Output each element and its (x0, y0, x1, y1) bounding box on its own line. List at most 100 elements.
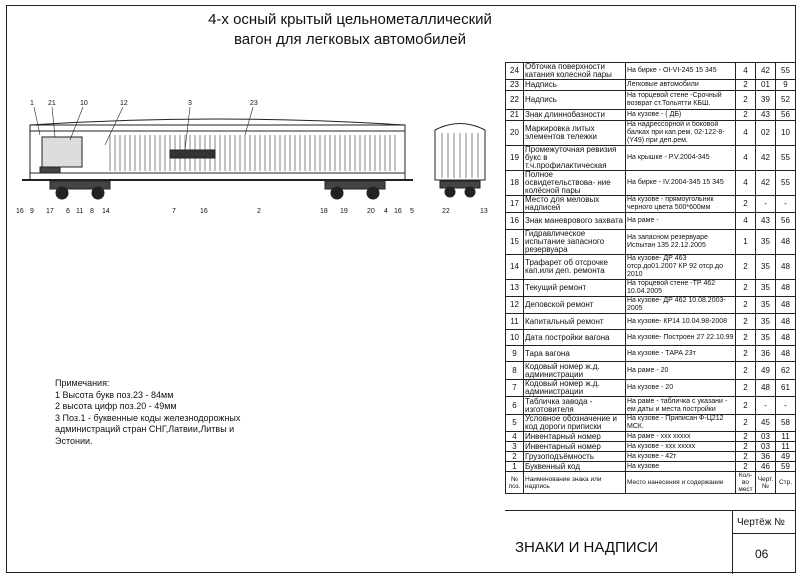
table-cell-c2: 49 (755, 361, 776, 380)
table-cell-place: На крышке - Р.V.2004-345 (625, 145, 736, 171)
table-cell-n: 16 (505, 212, 524, 230)
table-cell-place: На кузове - 20 (625, 379, 736, 397)
table-cell-n: 24 (505, 62, 524, 80)
callout-13: 13 (480, 208, 488, 215)
table-cell-c1: 2 (735, 329, 756, 346)
table-cell-c3: 62 (775, 361, 796, 380)
table-cell-place: На кузове - Приписан Ф-Ц212 МСК. (625, 414, 736, 432)
table-cell-c3: 48 (775, 296, 796, 314)
table-cell-c3: 56 (775, 109, 796, 121)
table-cell-c1: 2 (735, 431, 756, 442)
table-cell-n: 5 (505, 414, 524, 432)
callout-8: 8 (90, 208, 94, 215)
table-cell-n: 23 (505, 79, 524, 91)
wagon-end-view (434, 123, 486, 198)
table-cell-name: Промежуточная ревизия букс в т.ч.профила… (523, 145, 626, 171)
table-cell-place: На торцевой стене -ТР 462 10.04.2005 (625, 279, 736, 297)
title-block: ЗНАКИ И НАДПИСИ Чертёж № 06 (505, 510, 796, 574)
table-cell-c3: 61 (775, 379, 796, 397)
table-cell-n: 8 (505, 361, 524, 380)
table-cell-c3: 11 (775, 431, 796, 442)
table-cell-c3: 55 (775, 62, 796, 80)
table-cell-c1: 2 (735, 414, 756, 432)
callout-6: 6 (66, 208, 70, 215)
callout-9: 9 (30, 208, 34, 215)
table-cell-name: Надпись (523, 79, 626, 91)
table-cell-c1: 4 (735, 62, 756, 80)
wagon-drawing: 1 21 10 12 3 23 16 9 17 6 11 8 14 7 16 2… (16, 100, 488, 215)
table-cell-place: На бирке - ОI-VI-245 15 345 (625, 62, 736, 80)
table-cell-c2: 02 (755, 120, 776, 146)
wagon-side-view (22, 118, 413, 200)
table-cell-c1: 2 (735, 396, 756, 415)
bogie-right (324, 180, 386, 200)
callout-18: 18 (320, 208, 328, 215)
table-cell-c2: 39 (755, 90, 776, 110)
table-cell-n: 10 (505, 329, 524, 346)
table-cell-c1: 2 (735, 109, 756, 121)
table-cell-n: 14 (505, 254, 524, 280)
table-cell-c2: 35 (755, 254, 776, 280)
callout-4: 4 (384, 208, 388, 215)
table-cell-c2: 36 (755, 345, 776, 362)
table-cell-n: 2 (505, 451, 524, 462)
callout-5: 5 (410, 208, 414, 215)
table-cell-name: Текущий ремонт (523, 279, 626, 297)
table-cell-n: 22 (505, 90, 524, 110)
table-cell-c2: 03 (755, 441, 776, 452)
callout-21: 21 (48, 100, 56, 107)
table-cell-c1: 2 (735, 441, 756, 452)
table-cell-c3: 48 (775, 254, 796, 280)
table-cell-c2: 46 (755, 461, 776, 472)
table-cell-c1: 4 (735, 170, 756, 196)
table-cell-name: Деповской ремонт (523, 296, 626, 314)
table-cell-n: 15 (505, 229, 524, 255)
table-cell-n: 19 (505, 145, 524, 171)
callout-16-c: 16 (394, 208, 402, 215)
table-cell-c2: 48 (755, 379, 776, 397)
table-header-name: Наименование знака или надпись (523, 471, 626, 494)
table-cell-place: На раме - 20 (625, 361, 736, 380)
note-line: администраций стран СНГ,Латвии,Литвы и (55, 424, 235, 434)
callout-16-a: 16 (16, 208, 24, 215)
table-cell-n: 11 (505, 313, 524, 330)
table-cell-c2: - (755, 195, 776, 213)
table-cell-c2: 35 (755, 329, 776, 346)
note-line: Эстонии. (55, 435, 93, 446)
table-cell-c1: 2 (735, 345, 756, 362)
drawing-name: ЗНАКИ И НАДПИСИ (515, 539, 659, 556)
table-cell-n: 12 (505, 296, 524, 314)
table-header-n: № поз. (505, 471, 524, 494)
table-cell-c2: 35 (755, 279, 776, 297)
table-cell-n: 18 (505, 170, 524, 196)
table-cell-place: На кузове - 42т (625, 451, 736, 462)
table-cell-place: На кузове - ТАРА 23т (625, 345, 736, 362)
table-cell-place: На кузове- ДР 462 10.08.2003-2005 (625, 296, 736, 314)
table-header-c2: Черт. № (755, 471, 776, 494)
table-cell-place: На надрессорной и боковой балках при кап… (625, 120, 736, 146)
callout-11: 11 (76, 208, 83, 215)
table-cell-place: На бирке - IV.2004-345 15 345 (625, 170, 736, 196)
table-cell-n: 3 (505, 441, 524, 452)
table-cell-c1: 2 (735, 461, 756, 472)
table-cell-c2: 35 (755, 229, 776, 255)
table-cell-c3: - (775, 195, 796, 213)
table-cell-c1: 2 (735, 90, 756, 110)
table-cell-name: Условное обозначение и код дороги припис… (523, 414, 626, 432)
table-cell-c1: 2 (735, 379, 756, 397)
table-cell-c2: 42 (755, 170, 776, 196)
table-cell-c2: 43 (755, 109, 776, 121)
